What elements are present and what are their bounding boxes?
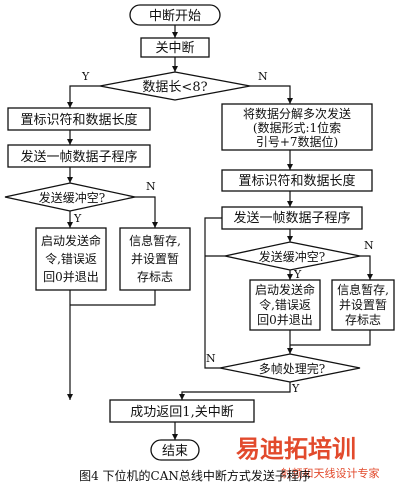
node-start-cmd-short-line-3: 回0并退出 — [43, 270, 99, 284]
edge-check-yes — [67, 85, 100, 108]
flowchart-edges — [67, 25, 373, 440]
edge-buf2-no — [360, 255, 373, 280]
node-end: 结束 — [150, 439, 200, 461]
node-save-long-line-2: 并设置暂 — [339, 298, 387, 312]
node-set-id-long: 置标识符和数据长度 — [221, 169, 373, 192]
node-multi-frame-done-label: 多帧处理完? — [259, 361, 325, 376]
node-disable-interrupt-label: 关中断 — [155, 41, 194, 56]
label-length-yes: Y — [81, 70, 90, 83]
node-send-frame-long: 发送一帧数据子程序 — [221, 206, 363, 230]
node-start-label: 中断开始 — [149, 9, 201, 24]
node-disable-interrupt: 关中断 — [140, 37, 210, 58]
node-set-id-short-label: 置标识符和数据长度 — [20, 112, 137, 128]
node-success-return-label: 成功返回1,关中断 — [130, 405, 233, 420]
node-buffer-empty-long: 发送缓冲空? — [224, 241, 361, 271]
node-buffer-empty-long-label: 发送缓冲空? — [259, 249, 325, 264]
edge-save2-merge — [290, 330, 371, 346]
edge-multi-yes — [179, 382, 291, 400]
node-start-cmd-short-line-2: 令,错误返 — [45, 251, 97, 266]
watermark: 易迪拓培训 射频和天线设计专家 — [236, 435, 380, 480]
node-split-data-line-2: (数据形式:1位索 — [253, 120, 341, 135]
figure-caption: 图4 下位机的CAN总线中断方式发送子程序 — [79, 468, 311, 483]
node-start-cmd-long-line-2: 令,错误返 — [259, 297, 311, 312]
label-multi-yes: Y — [291, 382, 300, 395]
node-buffer-empty-short-label: 发送缓冲空? — [39, 190, 105, 205]
node-save-short-line-1: 信息暂存, — [129, 233, 181, 248]
watermark-main-text: 易迪拓培训 — [236, 435, 356, 463]
node-split-data: 将数据分解多次发送 (数据形式:1位索 引号+7数据位) — [221, 103, 373, 151]
node-save-short-line-3: 存标志 — [137, 270, 173, 284]
node-set-id-long-label: 置标识符和数据长度 — [238, 173, 355, 189]
label-length-no: N — [258, 70, 268, 83]
node-buffer-empty-short: 发送缓冲空? — [4, 182, 136, 212]
label-buffer1-yes: Y — [73, 212, 82, 225]
node-split-data-line-3: 引号+7数据位) — [256, 134, 338, 149]
node-check-length: 数据长<8? — [99, 71, 251, 101]
label-buffer2-yes: Y — [293, 268, 302, 281]
node-save-long-line-1: 信息暂存, — [337, 282, 389, 297]
node-start-cmd-short: 启动发送命 令,错误返 回0并退出 — [35, 227, 107, 291]
edge-save1-merge — [70, 290, 156, 306]
node-start: 中断开始 — [129, 4, 221, 26]
node-save-long: 信息暂存, 并设置暂 存标志 — [331, 279, 395, 331]
node-set-id-short: 置标识符和数据长度 — [7, 107, 151, 131]
edge-check-no — [250, 85, 293, 104]
edge-buf1-no — [135, 196, 158, 228]
label-multi-no: N — [206, 352, 216, 365]
label-buffer2-no: N — [364, 239, 374, 252]
node-success-return: 成功返回1,关中断 — [109, 399, 255, 423]
node-split-data-line-1: 将数据分解多次发送 — [243, 106, 351, 121]
node-send-frame-short: 发送一帧数据子程序 — [7, 144, 151, 168]
node-save-long-line-3: 存标志 — [345, 313, 381, 327]
node-multi-frame-done: 多帧处理完? — [219, 353, 361, 383]
node-save-short: 信息暂存, 并设置暂 存标志 — [119, 227, 191, 291]
node-start-cmd-short-line-1: 启动发送命 — [41, 233, 101, 248]
node-end-label: 结束 — [162, 444, 188, 459]
branch-labels: Y N Y N Y N Y N — [73, 70, 374, 395]
node-save-short-line-2: 并设置暂 — [131, 252, 179, 266]
watermark-sub-text: 射频和天线设计专家 — [281, 466, 380, 480]
node-start-cmd-long-line-3: 回0并退出 — [257, 313, 313, 327]
node-check-length-label: 数据长<8? — [142, 80, 207, 95]
node-start-cmd-long-line-1: 启动发送命 — [255, 282, 315, 297]
node-send-frame-short-label: 发送一帧数据子程序 — [20, 149, 137, 165]
node-send-frame-long-label: 发送一帧数据子程序 — [233, 210, 350, 226]
node-start-cmd-long: 启动发送命 令,错误返 回0并退出 — [249, 279, 321, 331]
label-buffer1-no: N — [146, 180, 156, 193]
